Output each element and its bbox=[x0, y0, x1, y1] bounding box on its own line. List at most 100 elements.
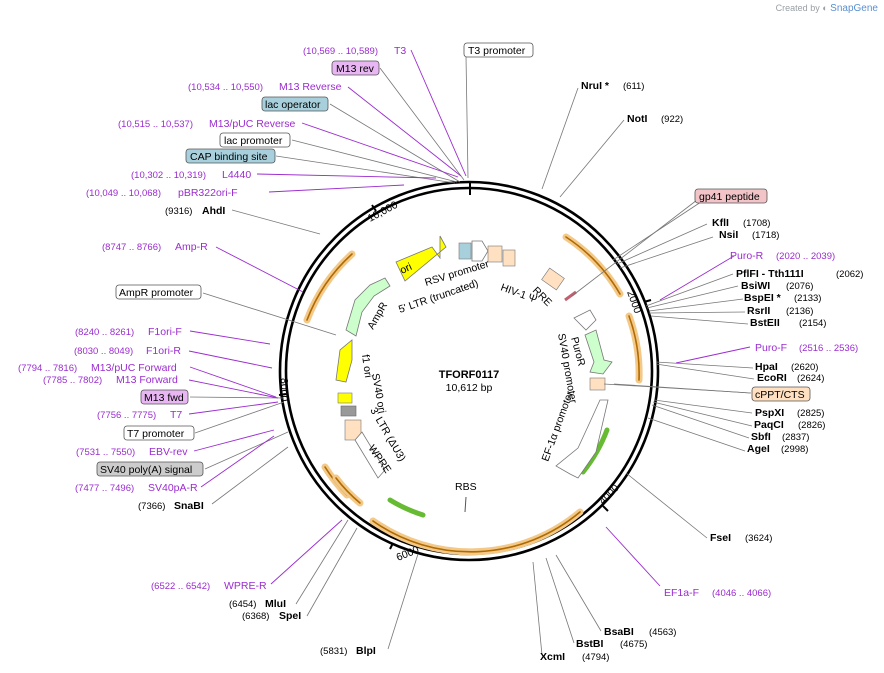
primer-name: Amp-R bbox=[175, 241, 208, 253]
label-rbs: RBS bbox=[455, 481, 477, 493]
primer-name: M13 Reverse bbox=[279, 81, 342, 93]
leader-lines bbox=[188, 49, 755, 656]
primer-range: (8030 .. 8049) bbox=[74, 346, 133, 357]
orf-arcs bbox=[303, 233, 643, 556]
primer-name: pBR322ori-F bbox=[178, 187, 238, 199]
site-pos: (2154) bbox=[799, 318, 826, 329]
primer-range: (10,302 .. 10,319) bbox=[131, 170, 206, 181]
primer-name: F1ori-R bbox=[146, 345, 181, 357]
feature-lac-promoter: lac promoter bbox=[224, 135, 283, 147]
primer-name: L4440 bbox=[222, 169, 251, 181]
site-name: BsiWI bbox=[741, 280, 770, 292]
primer-range: (8240 .. 8261) bbox=[75, 327, 134, 338]
primer-range: (10,569 .. 10,589) bbox=[303, 46, 378, 57]
sv40ori-box bbox=[337, 392, 353, 404]
cppt-box bbox=[589, 377, 606, 391]
sv40-grey-box bbox=[340, 405, 357, 417]
f1ori-arrow bbox=[335, 339, 353, 383]
primer-range: (2516 .. 2536) bbox=[799, 343, 858, 354]
site-name: BlpI bbox=[356, 645, 376, 657]
ruler-tick-8000: 8000 bbox=[278, 378, 290, 402]
feature-t3-promoter: T3 promoter bbox=[468, 45, 526, 57]
ef1a-arrow bbox=[555, 399, 609, 479]
label-f1ori: f1 ori bbox=[359, 354, 374, 379]
rsv-box-1 bbox=[458, 242, 472, 260]
site-name: PaqCI bbox=[754, 419, 784, 431]
primer-range: (7477 .. 7496) bbox=[75, 483, 134, 494]
primer-range: (7531 .. 7550) bbox=[76, 447, 135, 458]
site-name: SbfI bbox=[751, 431, 771, 443]
feature-cppt: cPPT/CTS bbox=[755, 389, 805, 401]
site-pos: (6454) bbox=[229, 599, 256, 610]
site-pos: (3624) bbox=[745, 533, 772, 544]
site-name: SpeI bbox=[279, 610, 301, 622]
gp41-tick bbox=[564, 290, 577, 302]
site-pos: (4794) bbox=[582, 652, 609, 663]
site-pos: (2998) bbox=[781, 444, 808, 455]
site-name: KflI bbox=[712, 217, 729, 229]
plasmid-name: TFORF0117 bbox=[439, 369, 500, 381]
site-pos: (4563) bbox=[649, 627, 676, 638]
primer-range: (8747 .. 8766) bbox=[102, 242, 161, 253]
primer-name: F1ori-F bbox=[148, 326, 182, 338]
site-pos: (2133) bbox=[794, 293, 821, 304]
site-pos: (2826) bbox=[798, 420, 825, 431]
primer-range: (6522 .. 6542) bbox=[151, 581, 210, 592]
ori-arrow bbox=[395, 235, 447, 282]
primer-name: M13 Forward bbox=[116, 374, 178, 386]
site-name: PflFI - Tth111I bbox=[736, 268, 804, 280]
feature-m13-rev: M13 rev bbox=[336, 63, 375, 75]
feature-sv40-polya: SV40 poly(A) signal bbox=[100, 464, 192, 476]
boxed-feature-labels: T3 promoter M13 rev lac operator lac pro… bbox=[96, 42, 811, 477]
credit-brand: SnapGene bbox=[830, 3, 878, 14]
site-name: PspXI bbox=[755, 407, 784, 419]
site-pos: (6368) bbox=[242, 611, 269, 622]
site-name: AhdI bbox=[202, 205, 225, 217]
rsv-arrow bbox=[471, 240, 489, 262]
sv40prom-arrow bbox=[573, 309, 597, 331]
site-name: EcoRI bbox=[757, 372, 787, 384]
primer-range: (4046 .. 4066) bbox=[712, 588, 771, 599]
site-name: BstEII bbox=[750, 317, 780, 329]
primer-name: WPRE-R bbox=[224, 580, 267, 592]
site-name: MluI bbox=[265, 598, 286, 610]
site-name: NsiI bbox=[719, 229, 738, 241]
site-pos: (922) bbox=[661, 114, 683, 125]
credit-prefix: Created by bbox=[775, 3, 820, 13]
site-name: RsrII bbox=[747, 305, 770, 317]
primer-range: (7756 .. 7775) bbox=[97, 410, 156, 421]
site-pos: (2062) bbox=[836, 269, 863, 280]
restriction-sites-left: (9316) AhdI (7366) SnaBI (6454) MluI (63… bbox=[138, 205, 376, 657]
primer-range: (10,515 .. 10,537) bbox=[118, 119, 193, 130]
site-name: BsaBI bbox=[604, 626, 634, 638]
plasmid-size: 10,612 bp bbox=[446, 382, 493, 394]
primer-range: (7785 .. 7802) bbox=[43, 375, 102, 386]
site-pos: (2825) bbox=[797, 408, 824, 419]
feature-m13-fwd: M13 fwd bbox=[144, 392, 184, 404]
primer-labels: (10,569 .. 10,589) T3 (10,534 .. 10,550)… bbox=[18, 45, 858, 599]
label-ori: ori bbox=[398, 261, 414, 277]
feature-t7-promoter: T7 promoter bbox=[127, 428, 185, 440]
restriction-sites-right: NruI * (611) NotI (922) KflI (1708) NsiI… bbox=[540, 80, 863, 663]
primer-name: SV40pA-R bbox=[148, 482, 198, 494]
site-name: NotI bbox=[627, 113, 647, 125]
site-pos: (2837) bbox=[782, 432, 809, 443]
primer-range: (10,534 .. 10,550) bbox=[188, 82, 263, 93]
site-pos: (7366) bbox=[138, 501, 165, 512]
puror-arrow bbox=[584, 329, 613, 375]
site-name: NruI * bbox=[581, 80, 610, 92]
primer-name: T7 bbox=[170, 409, 182, 421]
feature-cap-site: CAP binding site bbox=[190, 151, 268, 163]
rre-box bbox=[541, 267, 565, 291]
site-pos: (1718) bbox=[752, 230, 779, 241]
primer-name: M13/pUC Forward bbox=[91, 362, 177, 374]
snapgene-logo-icon: ◐ bbox=[822, 3, 828, 13]
primer-name: EF1a-F bbox=[664, 587, 699, 599]
orf-arc-green-bottom bbox=[387, 497, 426, 518]
site-name: FseI bbox=[710, 532, 731, 544]
snapgene-credit: Created by ◐ SnapGene bbox=[776, 3, 878, 14]
primer-range: (7794 .. 7816) bbox=[18, 363, 77, 374]
feature-lac-operator: lac operator bbox=[265, 99, 321, 111]
site-pos: (2620) bbox=[791, 362, 818, 373]
